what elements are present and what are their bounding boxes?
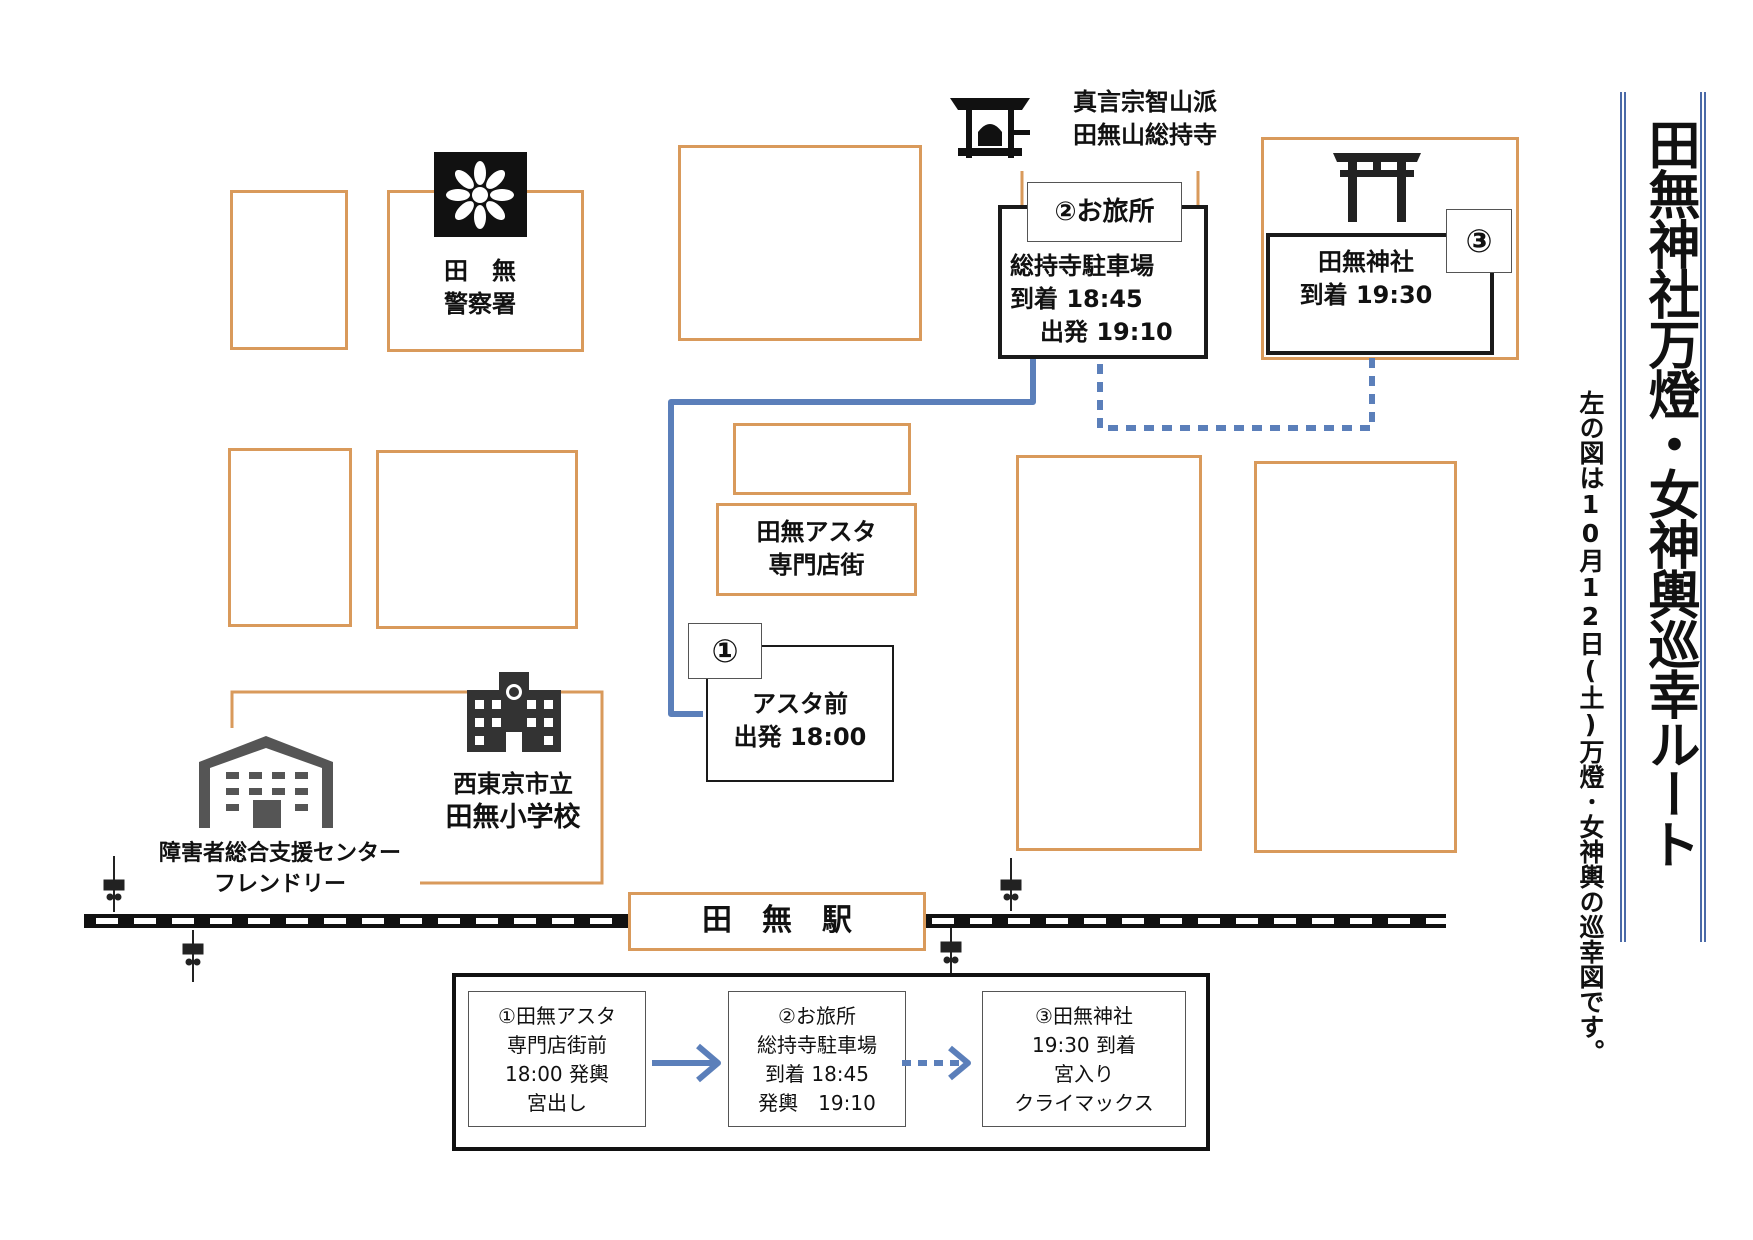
schedule-line: 宮入り <box>1054 1062 1114 1086</box>
stop-2-marker: ②お旅所 <box>1027 182 1182 242</box>
route-dotted <box>1097 334 1375 431</box>
support-center-label: 障害者総合支援センター フレンドリー <box>145 838 415 900</box>
map-block <box>1016 455 1202 851</box>
stop-1-text: アスタ前 出発 18:00 <box>706 688 894 754</box>
asta-block <box>716 503 917 596</box>
schedule-line: ③田無神社 <box>1035 1004 1133 1028</box>
police-label-line: 警察署 <box>444 290 516 318</box>
schedule-line: 到着 18:45 <box>765 1062 869 1086</box>
asta-label-line: 専門店街 <box>768 551 865 579</box>
support-center-label-line: 障害者総合支援センター <box>158 841 401 866</box>
station-label: 田 無 駅 <box>702 903 852 938</box>
schedule-line: ①田無アスタ <box>498 1004 616 1028</box>
schedule-line: 専門店街前 <box>507 1033 607 1057</box>
map-block <box>733 423 911 495</box>
temple-label: 真言宗智山派 田無山総持寺 <box>1060 86 1230 152</box>
schedule-line: 18:00 発輿 <box>505 1062 609 1086</box>
stop-2-text: 総持寺駐車場 到着 18:45 出発 19:10 <box>1010 250 1180 349</box>
map-block <box>678 145 922 341</box>
stop-2-time2: 出発 19:10 <box>1040 318 1173 346</box>
temple-icon <box>950 98 1030 158</box>
schedule-line: 宮出し <box>527 1091 587 1115</box>
route-solid <box>668 333 1036 717</box>
schedule-line: クライマックス <box>1014 1091 1154 1115</box>
police-label-line: 田 無 <box>444 257 516 285</box>
school-label: 西東京市立 田無小学校 <box>428 768 598 834</box>
schedule-step-3: ③田無神社 19:30 到着 宮入り クライマックス <box>982 991 1186 1127</box>
school-label-line: 田無小学校 <box>445 802 581 833</box>
schedule-step-2: ②お旅所 総持寺駐車場 到着 18:45 発輿 19:10 <box>728 991 906 1127</box>
stop-1-marker: ① <box>688 623 762 679</box>
school-block-outline <box>230 690 604 885</box>
asta-label-line: 田無アスタ <box>756 518 877 546</box>
title-rule <box>1620 92 1626 942</box>
asta-label: 田無アスタ 専門店街 <box>716 516 917 582</box>
map-block <box>230 190 348 350</box>
schedule-line: 総持寺駐車場 <box>757 1033 877 1057</box>
temple-label-line: 真言宗智山派 <box>1073 88 1217 116</box>
railway-signal-icon <box>103 856 1022 982</box>
map-block <box>1254 461 1457 853</box>
map-block <box>376 450 578 629</box>
station-box <box>628 892 926 951</box>
schedule-line: ②お旅所 <box>778 1004 856 1028</box>
stop-3-text: 田無神社 到着 19:30 <box>1266 246 1466 312</box>
stop-3-time: 到着 19:30 <box>1299 281 1433 309</box>
map-block <box>228 448 352 627</box>
stop-2-name: 総持寺駐車場 <box>1010 252 1154 280</box>
stop-1-name: アスタ前 <box>752 690 848 718</box>
school-label-line: 西東京市立 <box>453 770 573 798</box>
title-rule <box>1700 92 1706 942</box>
torii-icon <box>1333 153 1421 222</box>
school-icon <box>467 672 561 752</box>
stop-3-marker: ③ <box>1446 209 1512 273</box>
police-label: 田 無 警察署 <box>420 255 540 321</box>
police-emblem-icon <box>434 152 527 237</box>
building-icon <box>199 736 333 828</box>
schedule-line: 19:30 到着 <box>1032 1033 1136 1057</box>
schedule-step-1: ①田無アスタ 専門店街前 18:00 発輿 宮出し <box>468 991 646 1127</box>
schedule-line: 発輿 19:10 <box>758 1091 876 1115</box>
stop-2-time: 到着 18:45 <box>1010 285 1143 313</box>
page-subtitle: 左の図は10月12日(土)万燈･女神輿の巡幸図です。 <box>1576 390 1605 1064</box>
temple-label-line: 田無山総持寺 <box>1073 121 1217 149</box>
support-center-label-line: フレンドリー <box>213 872 346 897</box>
page-title: 田無神社万燈・女神輿巡幸ルート <box>1639 118 1699 868</box>
stop-1-time: 出発 18:00 <box>733 723 867 751</box>
stop-3-name: 田無神社 <box>1318 248 1414 276</box>
